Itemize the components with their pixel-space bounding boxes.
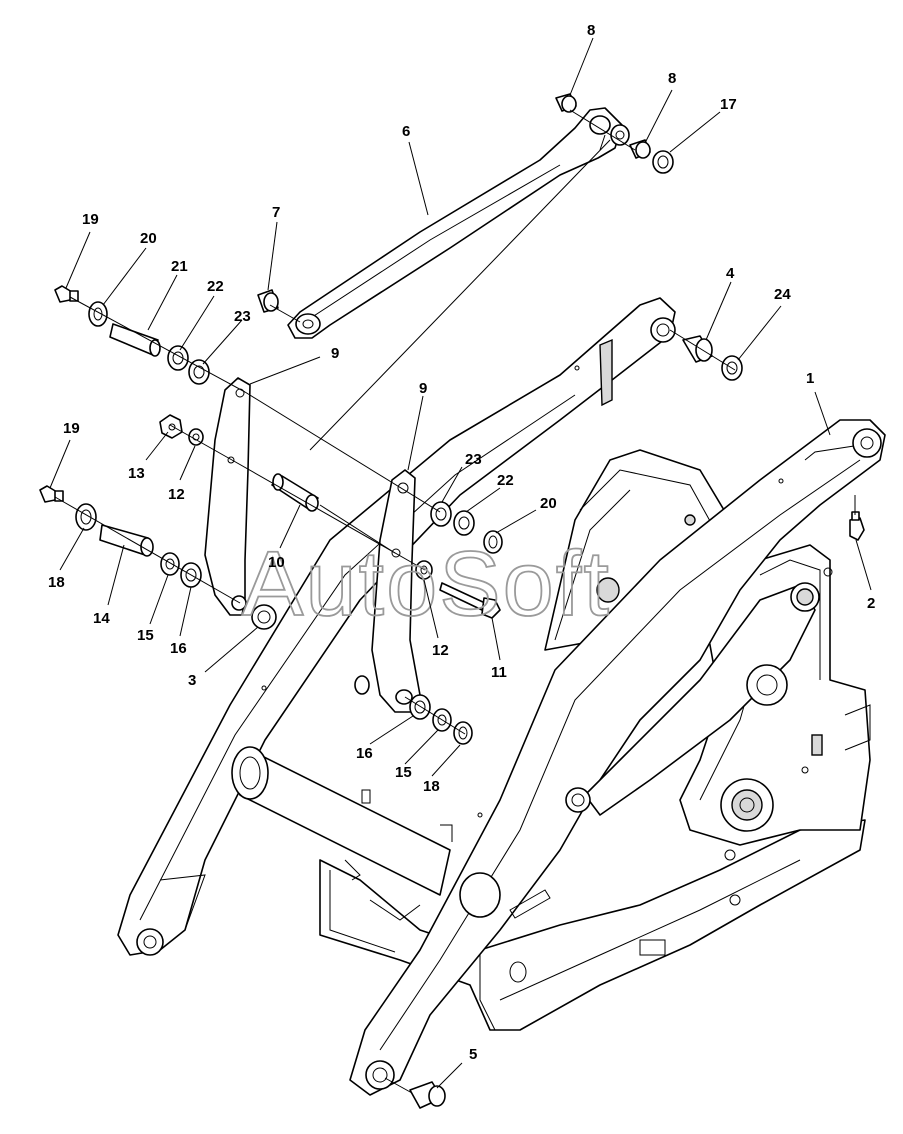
leader-lines [49, 37, 872, 1089]
callout-19: 19 [63, 420, 80, 437]
callout-8: 8 [668, 70, 676, 87]
callout-15: 15 [137, 627, 154, 644]
callout-16: 16 [356, 745, 373, 762]
callout-7: 7 [272, 204, 280, 221]
callout-13: 13 [128, 465, 145, 482]
link-arm [287, 107, 630, 339]
callout-1: 1 [806, 370, 814, 387]
callout-6: 6 [402, 123, 410, 140]
callout-10: 10 [268, 554, 285, 571]
callout-16: 16 [170, 640, 187, 657]
callout-2: 2 [867, 595, 875, 612]
callout-24: 24 [774, 286, 791, 303]
callout-23: 23 [465, 451, 482, 468]
small-parts [39, 93, 865, 1109]
callout-5: 5 [469, 1046, 477, 1063]
watermark-text: AutoSoft [242, 533, 611, 635]
callout-15: 15 [395, 764, 412, 781]
callout-18: 18 [423, 778, 440, 795]
callout-21: 21 [171, 258, 188, 275]
callout-19: 19 [82, 211, 99, 228]
boom-assembly [117, 297, 886, 1096]
assembly-axis-lines [54, 109, 856, 1094]
callout-22: 22 [497, 472, 514, 489]
callout-labels: 8 8 17 6 7 19 20 21 22 23 9 9 4 24 1 19 … [48, 22, 875, 1063]
callout-4: 4 [726, 265, 735, 282]
callout-23: 23 [234, 308, 251, 325]
callout-14: 14 [93, 610, 110, 627]
callout-9: 9 [331, 345, 339, 362]
callout-8: 8 [587, 22, 595, 39]
callout-3: 3 [188, 672, 196, 689]
bell-crank-links [204, 377, 421, 713]
callout-12: 12 [432, 642, 449, 659]
callout-11: 11 [491, 664, 507, 681]
callout-12: 12 [168, 486, 185, 503]
callout-17: 17 [720, 96, 737, 113]
callout-20: 20 [140, 230, 157, 247]
callout-9: 9 [419, 380, 427, 397]
callout-20: 20 [540, 495, 557, 512]
callout-18: 18 [48, 574, 65, 591]
callout-22: 22 [207, 278, 224, 295]
